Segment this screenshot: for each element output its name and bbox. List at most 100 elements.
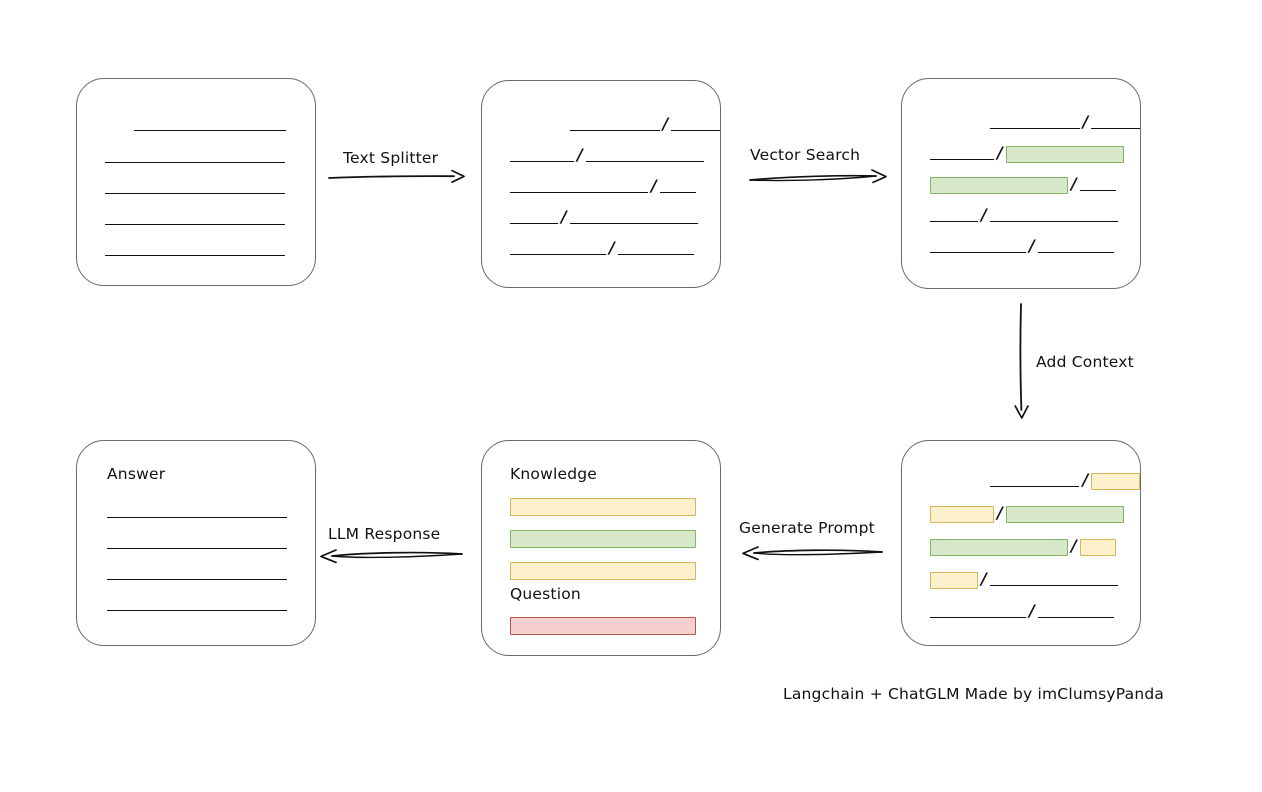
matched-chunk-highlight bbox=[930, 538, 1068, 556]
context-chunk-highlight bbox=[930, 571, 978, 589]
arrow-label-add-context: Add Context bbox=[1036, 353, 1134, 371]
slash-separator: / bbox=[997, 503, 1003, 522]
matched-chunks-box[interactable]: / / / / / bbox=[901, 78, 1141, 289]
chunk-row: / bbox=[482, 114, 720, 133]
prompt-box[interactable]: Knowledge Question bbox=[481, 440, 721, 656]
slash-separator: / bbox=[609, 238, 615, 257]
slash-separator: / bbox=[1082, 470, 1089, 489]
question-heading: Question bbox=[510, 585, 581, 603]
context-chunk-highlight bbox=[1079, 538, 1116, 556]
chunk-segment bbox=[930, 221, 978, 222]
chunk-segment bbox=[671, 130, 720, 131]
text-line bbox=[77, 242, 315, 258]
chunk-segment bbox=[1037, 617, 1114, 618]
chunk-row: / bbox=[902, 569, 1140, 589]
matched-chunk-highlight bbox=[1005, 145, 1124, 163]
knowledge-bar-2 bbox=[510, 530, 696, 548]
chunk-segment bbox=[569, 223, 698, 224]
line-segment bbox=[105, 193, 285, 194]
answer-line bbox=[107, 579, 287, 580]
context-chunk-highlight bbox=[930, 505, 994, 523]
chunk-segment bbox=[510, 192, 648, 193]
chunk-row: / bbox=[902, 470, 1140, 490]
arrow-label-llm-response: LLM Response bbox=[328, 525, 441, 543]
chunk-row: / bbox=[902, 145, 1140, 163]
chunk-segment bbox=[1037, 252, 1114, 253]
arrow-generate-prompt bbox=[740, 542, 884, 566]
slash-separator: / bbox=[1071, 174, 1077, 193]
text-line bbox=[77, 117, 315, 133]
chunk-segment bbox=[989, 585, 1118, 586]
arrow-llm-response bbox=[318, 545, 464, 569]
text-line bbox=[77, 211, 315, 227]
question-bar-1 bbox=[510, 617, 696, 635]
knowledge-heading: Knowledge bbox=[510, 465, 598, 483]
chunk-row: / bbox=[482, 176, 720, 195]
chunk-row: / bbox=[902, 503, 1140, 523]
chunk-segment bbox=[617, 254, 694, 255]
split-chunks-rows: / / / / / bbox=[482, 81, 720, 287]
answer-line bbox=[107, 610, 287, 611]
slash-separator: / bbox=[981, 205, 987, 224]
chunk-segment bbox=[990, 128, 1080, 129]
knowledge-bar-3 bbox=[510, 562, 696, 580]
chunk-row: / bbox=[902, 112, 1140, 131]
arrow-label-text-splitter: Text Splitter bbox=[343, 149, 439, 167]
text-line bbox=[77, 149, 315, 165]
source-document-lines bbox=[77, 79, 315, 285]
chunk-segment bbox=[585, 161, 704, 162]
arrow-label-generate-prompt: Generate Prompt bbox=[739, 519, 875, 537]
split-chunks-box[interactable]: / / / / / bbox=[481, 80, 721, 288]
line-segment bbox=[134, 130, 286, 131]
slash-separator: / bbox=[662, 114, 669, 133]
chunk-segment bbox=[989, 221, 1118, 222]
answer-line bbox=[107, 517, 287, 518]
slash-separator: / bbox=[1082, 112, 1089, 131]
arrow-add-context bbox=[1010, 302, 1036, 420]
matched-chunks-rows: / / / / / bbox=[902, 79, 1140, 288]
chunk-segment bbox=[1091, 128, 1140, 129]
slash-separator: / bbox=[561, 207, 567, 226]
chunk-segment bbox=[510, 223, 558, 224]
chunk-segment bbox=[930, 617, 1026, 618]
chunk-segment bbox=[659, 192, 696, 193]
slash-separator: / bbox=[1029, 601, 1035, 620]
arrow-vector-search bbox=[748, 166, 890, 190]
footer-credit: Langchain + ChatGLM Made by imClumsyPand… bbox=[783, 685, 1165, 703]
chunk-row: / bbox=[482, 207, 720, 226]
answer-box[interactable]: Answer bbox=[76, 440, 316, 646]
chunk-segment bbox=[570, 130, 660, 131]
line-segment bbox=[105, 162, 285, 163]
matched-chunk-highlight bbox=[930, 176, 1068, 194]
chunk-row: / bbox=[902, 205, 1140, 224]
slash-separator: / bbox=[1071, 536, 1077, 555]
chunk-segment bbox=[990, 486, 1080, 487]
answer-heading: Answer bbox=[107, 465, 166, 483]
text-line bbox=[77, 180, 315, 196]
chunk-segment bbox=[1079, 190, 1116, 191]
chunk-row: / bbox=[902, 601, 1140, 620]
line-segment bbox=[105, 255, 285, 256]
slash-separator: / bbox=[981, 569, 987, 588]
chunk-segment bbox=[930, 252, 1026, 253]
chunk-row: / bbox=[902, 536, 1140, 556]
slash-separator: / bbox=[577, 145, 583, 164]
source-document-box[interactable] bbox=[76, 78, 316, 286]
answer-line bbox=[107, 548, 287, 549]
chunk-segment bbox=[510, 254, 606, 255]
chunk-row: / bbox=[482, 145, 720, 164]
matched-chunk-highlight bbox=[1005, 505, 1124, 523]
chunk-segment bbox=[510, 161, 574, 162]
chunk-row: / bbox=[902, 174, 1140, 194]
arrow-label-vector-search: Vector Search bbox=[750, 146, 861, 164]
chunk-segment bbox=[930, 159, 994, 160]
chunk-row: / bbox=[902, 236, 1140, 255]
context-chunks-rows: / / / / / bbox=[902, 441, 1140, 645]
knowledge-bar-1 bbox=[510, 498, 696, 516]
slash-separator: / bbox=[651, 176, 657, 195]
line-segment bbox=[105, 224, 285, 225]
context-chunks-box[interactable]: / / / / / bbox=[901, 440, 1141, 646]
chunk-row: / bbox=[482, 238, 720, 257]
slash-separator: / bbox=[1029, 236, 1035, 255]
